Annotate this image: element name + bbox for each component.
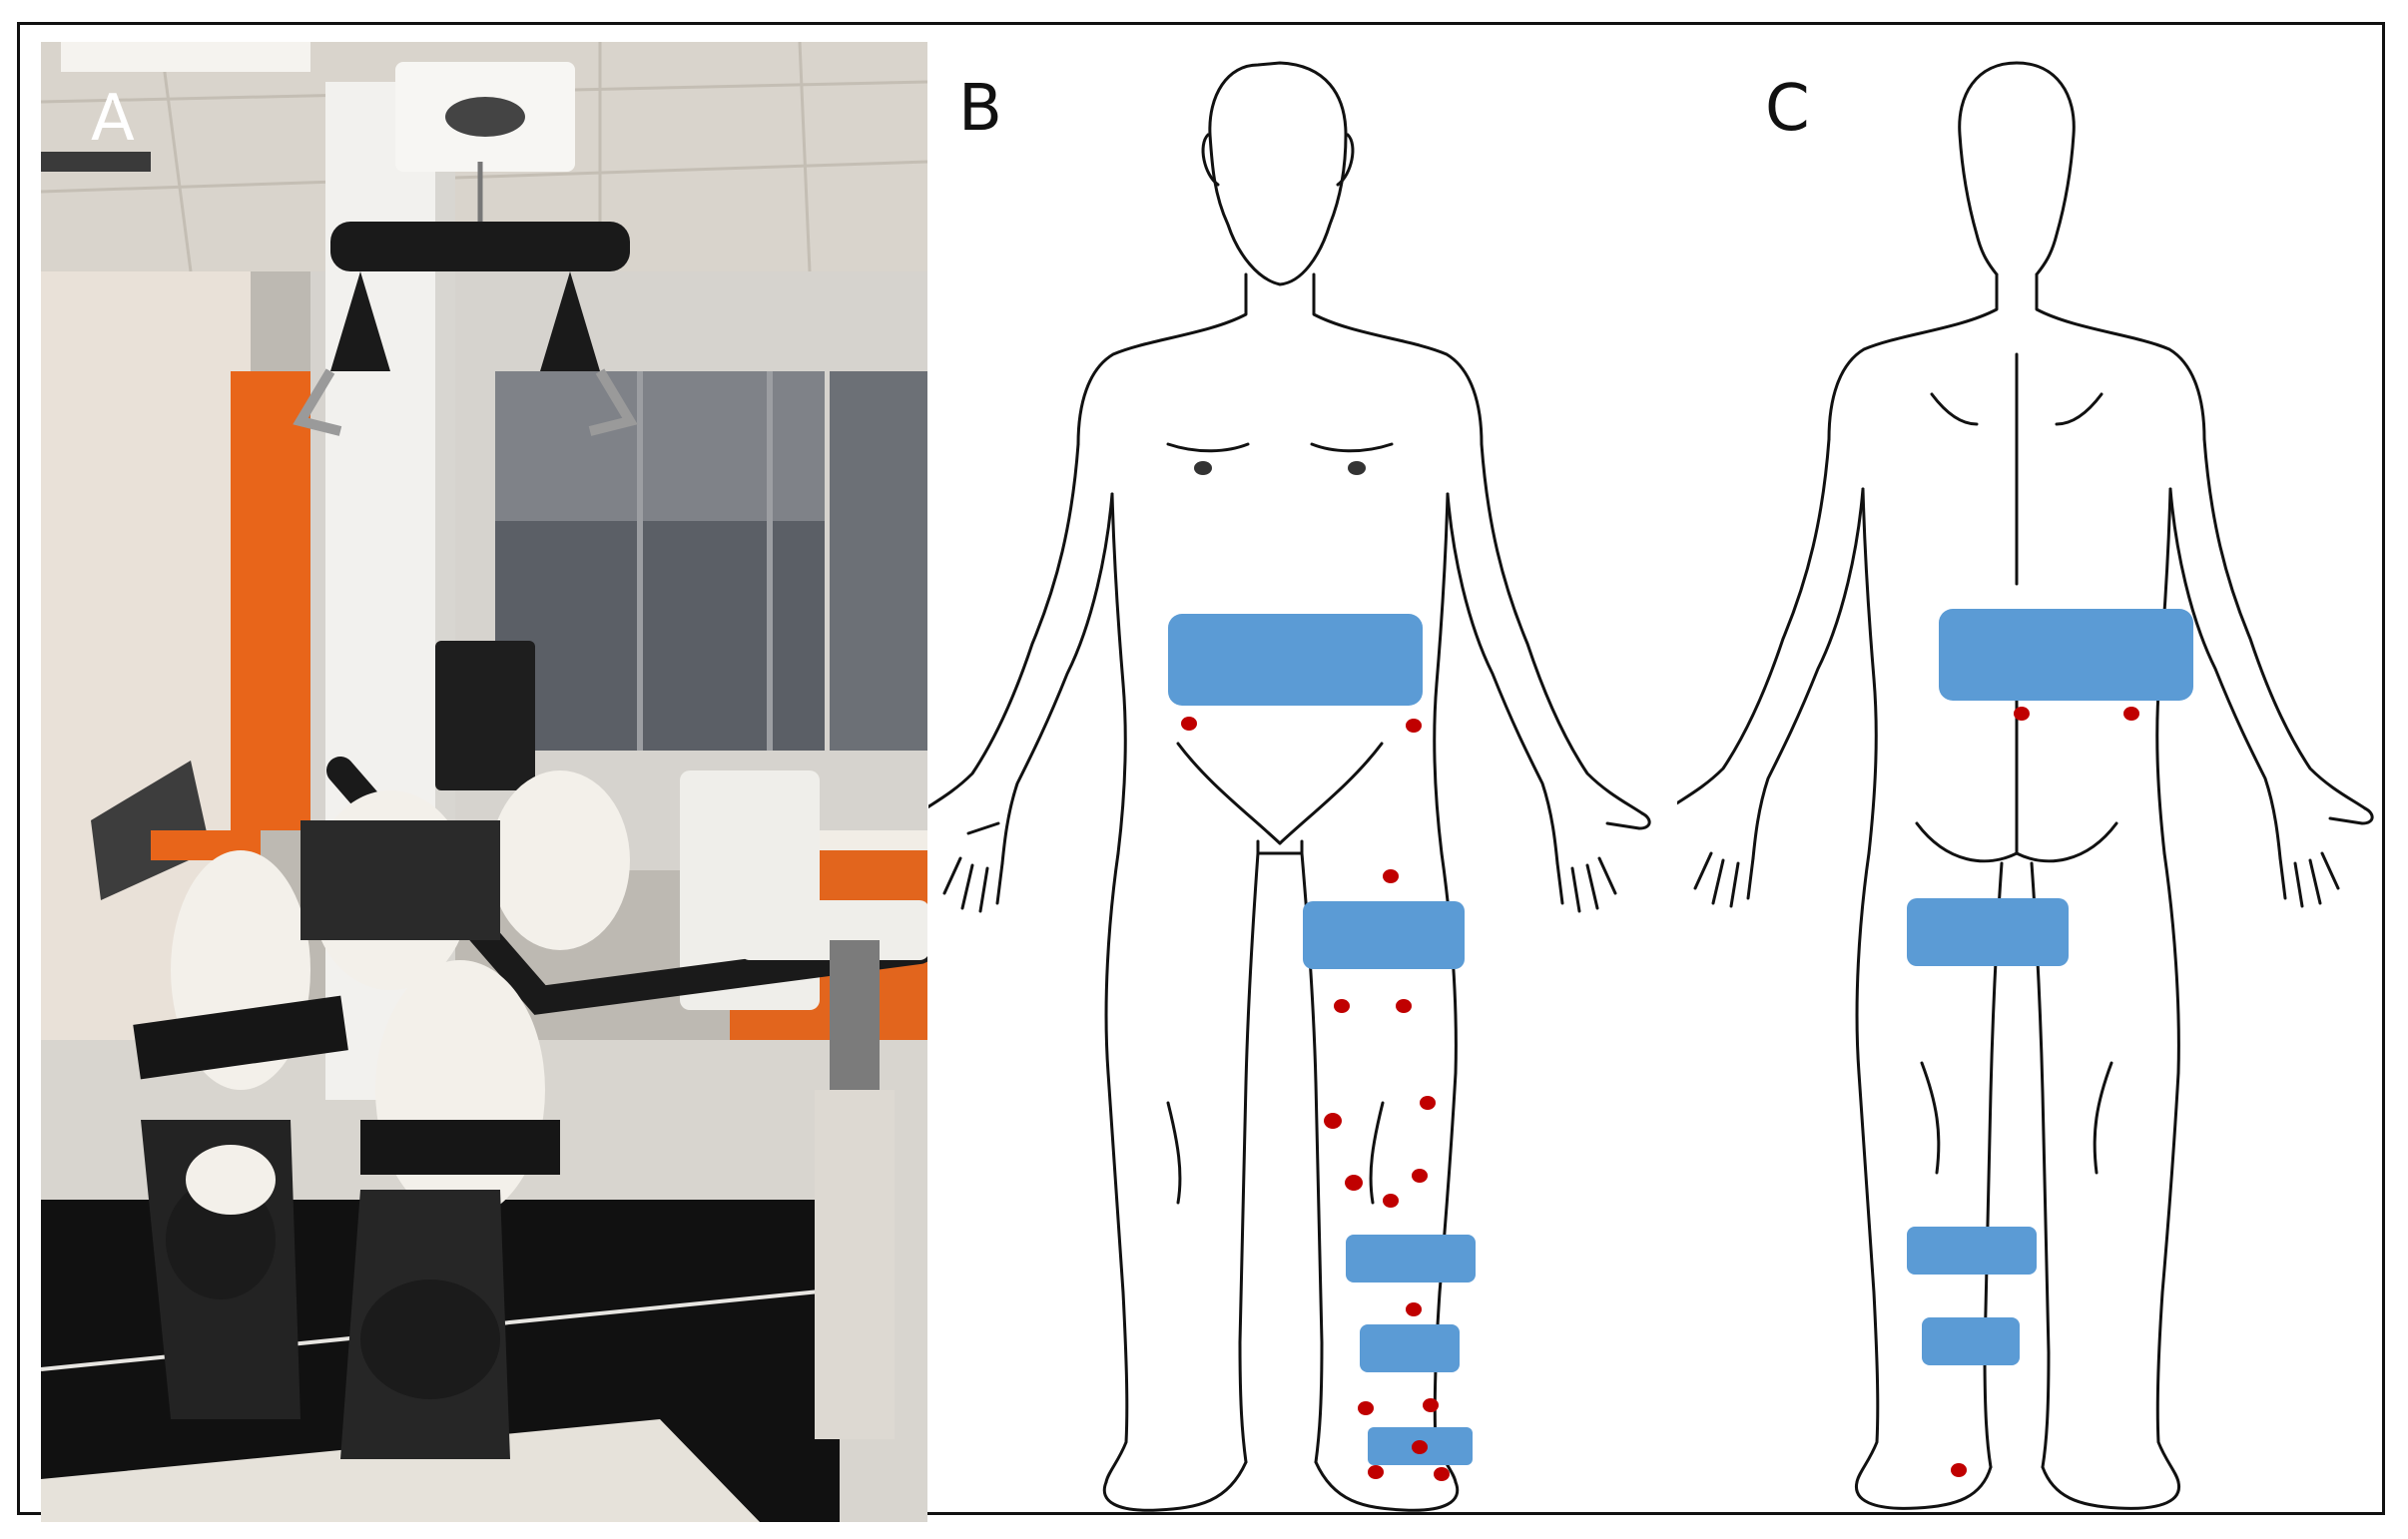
- shank-strap-lower: [1922, 1317, 2020, 1365]
- panel-c-back-view: C: [1677, 25, 2388, 1518]
- marker: [2014, 707, 2030, 721]
- marker: [2123, 707, 2139, 721]
- gait-trainer-photo: [41, 42, 927, 1522]
- front-body-outline: [928, 61, 1651, 1512]
- panel-label-c: C: [1765, 72, 1810, 146]
- marker: [1324, 1113, 1342, 1129]
- marker: [1383, 869, 1399, 883]
- marker: [1412, 1169, 1428, 1183]
- marker: [1181, 717, 1197, 731]
- marker: [1334, 999, 1350, 1013]
- figure-frame: A: [17, 22, 2388, 1522]
- thigh-strap: [1907, 898, 2069, 966]
- marker: [1434, 1467, 1450, 1481]
- waist-strap: [1168, 614, 1423, 706]
- panel-label-b: B: [958, 72, 1002, 146]
- marker: [1383, 1194, 1399, 1208]
- marker: [1396, 999, 1412, 1013]
- marker: [1951, 1463, 1967, 1477]
- marker: [1420, 1096, 1436, 1110]
- marker: [1406, 1302, 1422, 1316]
- marker: [1412, 1440, 1428, 1454]
- marker: [1406, 719, 1422, 733]
- shank-strap-lower: [1360, 1324, 1460, 1372]
- panel-b-front-view: B: [928, 25, 1667, 1518]
- back-body-outline: [1677, 61, 2374, 1510]
- marker: [1423, 1398, 1439, 1412]
- shank-strap-upper: [1346, 1235, 1476, 1282]
- marker: [1358, 1401, 1374, 1415]
- marker: [1368, 1465, 1384, 1479]
- thigh-strap: [1303, 901, 1465, 969]
- shank-strap-upper: [1907, 1227, 2037, 1275]
- waist-strap: [1939, 609, 2193, 701]
- panel-a-photo: A: [41, 42, 927, 1522]
- panel-label-a: A: [91, 82, 135, 156]
- marker: [1345, 1175, 1363, 1191]
